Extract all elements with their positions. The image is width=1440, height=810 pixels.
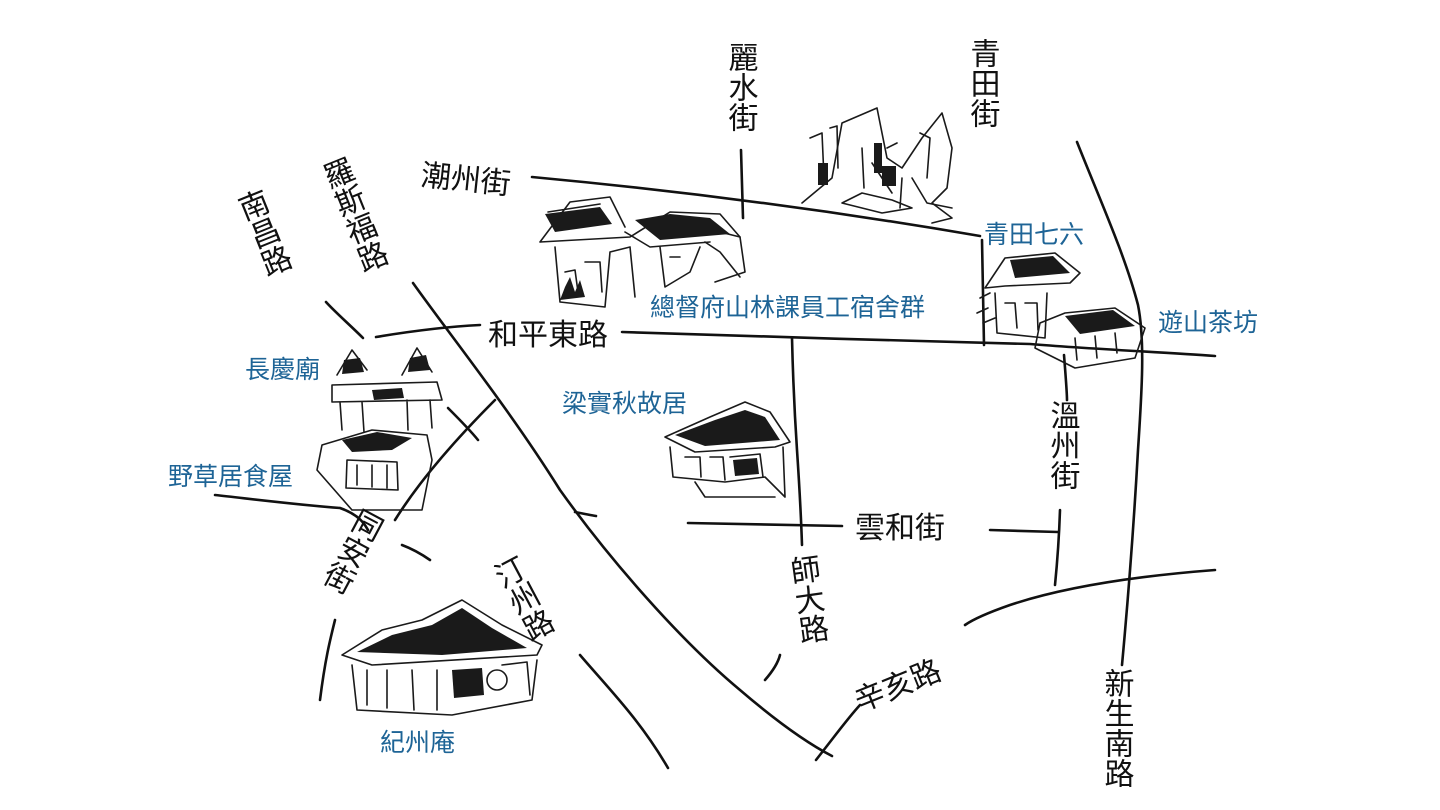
place-labels: 青田七六 總督府山林課員工宿舍群 遊山茶坊 長慶廟 梁實秋故居 野草居食屋 紀州… bbox=[168, 220, 1258, 757]
japanese-house-sketch bbox=[539, 196, 746, 308]
road-temple-side bbox=[446, 406, 480, 442]
road-tongan-west bbox=[318, 618, 337, 702]
road-yunhe bbox=[686, 521, 1060, 534]
street-lishui-label: 麗水街 bbox=[723, 42, 759, 132]
temple-sketch bbox=[316, 347, 443, 511]
street-shida-label: 師大路 bbox=[783, 553, 830, 647]
street-scene-sketch bbox=[801, 107, 953, 224]
road-xinhai bbox=[814, 568, 1217, 762]
place-liang-shiqiu-label[interactable]: 梁實秋故居 bbox=[562, 389, 687, 418]
place-forestry-dorms-label[interactable]: 總督府山林課員工宿舍群 bbox=[650, 293, 925, 322]
road-heping-east bbox=[374, 323, 1217, 358]
street-chaozhou-label: 潮州街 bbox=[419, 158, 512, 202]
street-wenzhou-label: 溫州街 bbox=[1045, 400, 1081, 490]
road-chaozhou bbox=[530, 175, 982, 238]
street-xinhai-label: 辛亥路 bbox=[850, 653, 947, 719]
street-tongan-label: 同安街 bbox=[314, 502, 388, 599]
road-diagonal bbox=[393, 398, 497, 522]
road-lishui bbox=[739, 148, 745, 220]
road-xinsheng-south bbox=[1075, 140, 1144, 667]
street-yunhe-label: 雲和街 bbox=[855, 511, 945, 546]
street-xinsheng-south-label: 新生南路 bbox=[1099, 668, 1134, 788]
japanese-house-sketch-liang bbox=[664, 401, 791, 498]
road-roosevelt bbox=[411, 281, 834, 758]
place-qingtian76-label[interactable]: 青田七六 bbox=[984, 220, 1084, 249]
street-heping-east-label: 和平東路 bbox=[488, 318, 608, 353]
road-shida bbox=[763, 336, 804, 682]
kishu-an-sketch bbox=[341, 599, 543, 716]
road-nanchang bbox=[324, 300, 365, 340]
road-tongan-north bbox=[213, 493, 370, 532]
house-sketch bbox=[976, 252, 1146, 369]
street-nanchang-label: 南昌路 bbox=[229, 185, 295, 282]
place-changqing-temple-label[interactable]: 長慶廟 bbox=[245, 355, 320, 384]
road-qingtian bbox=[980, 238, 986, 347]
road-wenzhou bbox=[1053, 353, 1069, 587]
street-roosevelt-label: 羅斯福路 bbox=[314, 153, 392, 278]
road-tongan-branch bbox=[400, 543, 432, 562]
place-yecaoju-label[interactable]: 野草居食屋 bbox=[168, 462, 293, 491]
road-short-tick bbox=[573, 510, 598, 518]
place-youshan-tea-label[interactable]: 遊山茶坊 bbox=[1158, 308, 1258, 337]
road-tingzhou bbox=[578, 653, 670, 770]
roads bbox=[213, 140, 1217, 770]
place-kishu-an-label[interactable]: 紀州庵 bbox=[380, 728, 455, 757]
street-qingtian-label: 青田街 bbox=[965, 38, 1001, 128]
